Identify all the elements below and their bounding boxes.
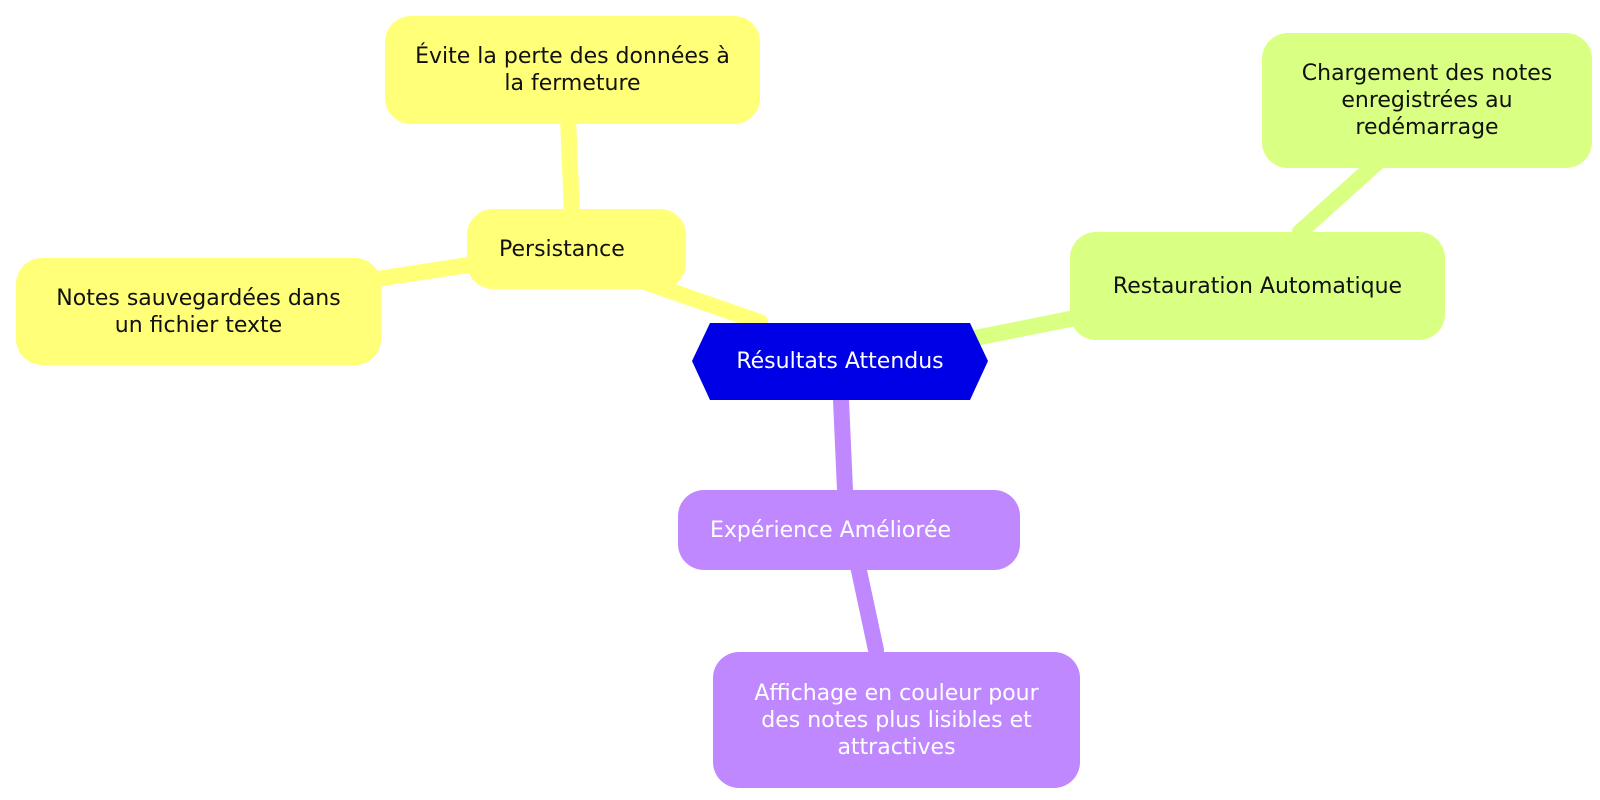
node-automatic-restoration: Restauration Automatique bbox=[1070, 232, 1445, 340]
root-node-label: Résultats Attendus bbox=[736, 348, 944, 374]
edge-experience-display bbox=[850, 558, 884, 658]
node-color-display: Affichage en couleur pour des notes plus… bbox=[713, 652, 1080, 788]
edge-root-restoration bbox=[967, 310, 1083, 346]
edge-restoration-loading bbox=[1292, 152, 1388, 240]
edge-root-experience bbox=[833, 392, 853, 498]
node-loading-saved-notes: Chargement des notes enregistrées au red… bbox=[1262, 33, 1592, 168]
node-avoid-data-loss: Évite la perte des données à la fermetur… bbox=[385, 16, 760, 124]
node-improved-experience: Expérience Améliorée bbox=[678, 490, 1020, 570]
edge-persistence-avoid-loss bbox=[560, 110, 580, 222]
node-persistence: Persistance bbox=[467, 209, 686, 289]
node-notes-saved-text-file: Notes sauvegardées dans un fichier texte bbox=[16, 258, 381, 365]
edge-persistence-saved-notes bbox=[362, 256, 483, 288]
